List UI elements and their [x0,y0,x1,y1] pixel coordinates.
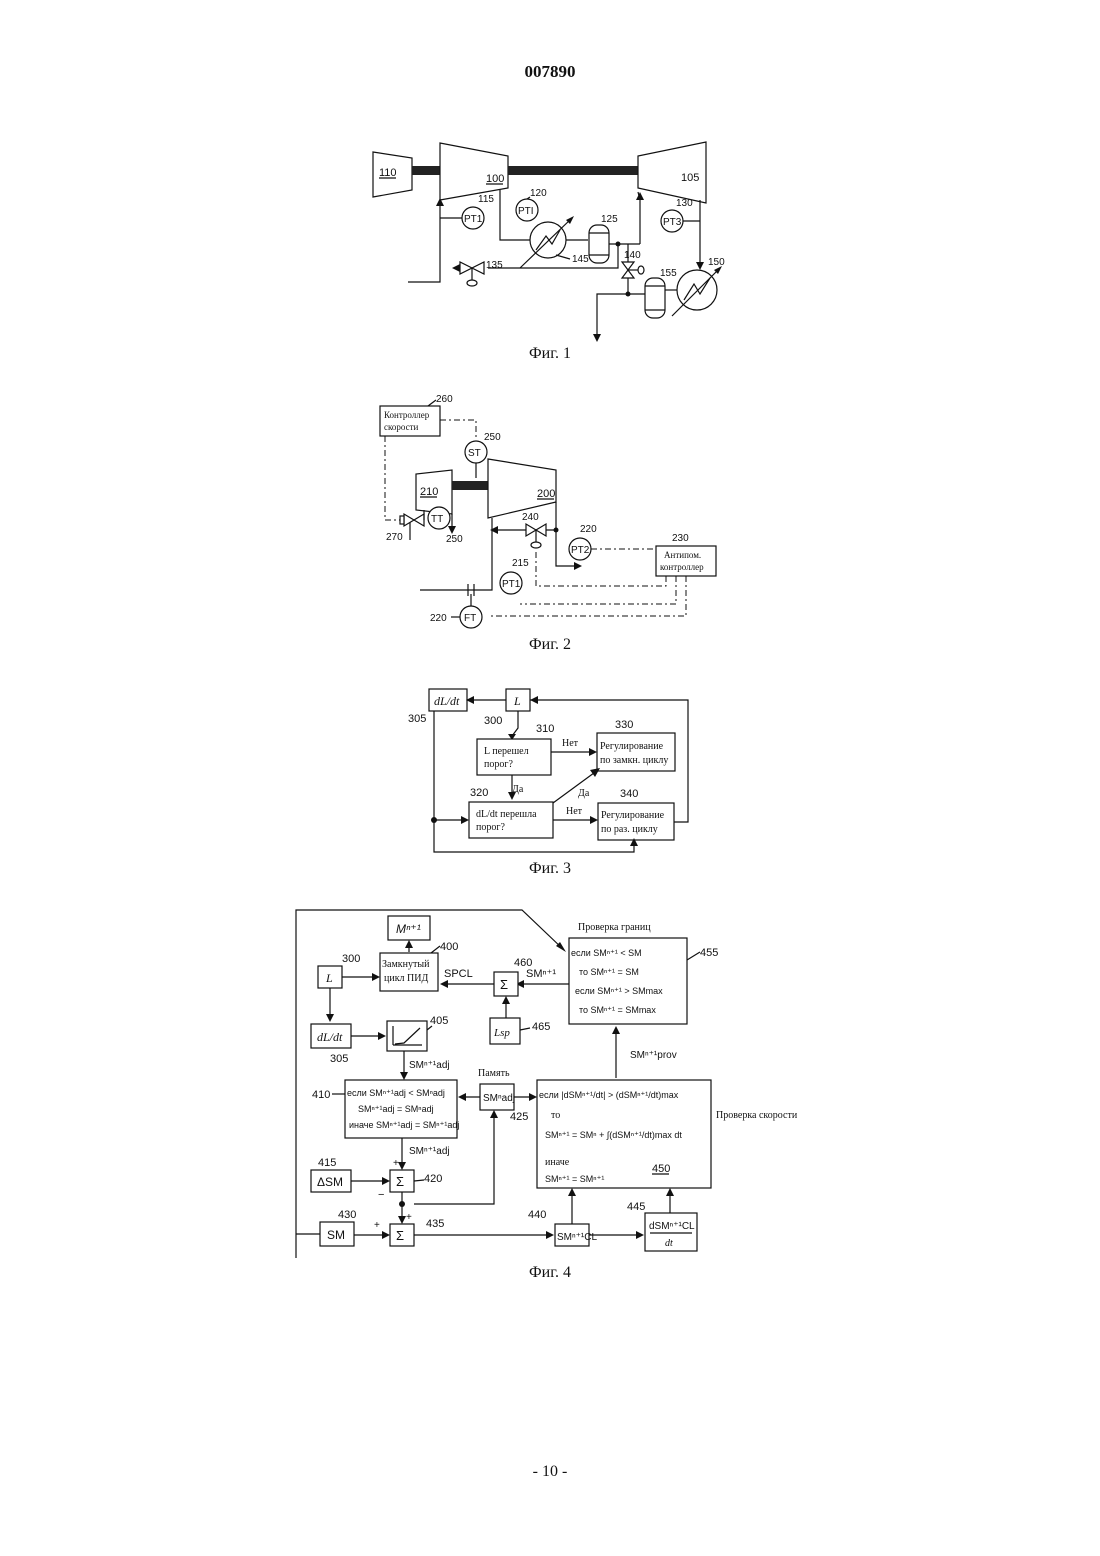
label-445: 445 [627,1201,645,1213]
bounds-check-line3: если SMⁿ⁺¹ > SMmax [575,986,663,996]
label-440: 440 [528,1209,546,1221]
rate-check-line1: если |dSMⁿ⁺¹/dt| > (dSMⁿ⁺¹/dt)max [539,1090,679,1100]
pid-line1: Замкнутый [382,959,430,970]
signal-sm-n1: SMⁿ⁺¹ [526,968,556,980]
bounds-check-title: Проверка границ [578,922,651,933]
label-435: 435 [426,1218,444,1230]
dsm-dt-numerator: dSMⁿ⁺¹CL [649,1221,695,1232]
adj-logic-line3: иначе SMⁿ⁺¹adj = SMⁿ⁺¹adj [349,1120,459,1130]
sm-cl-text: SMⁿ⁺¹CL [557,1232,597,1243]
label-405: 405 [430,1015,448,1027]
label-410: 410 [312,1089,330,1101]
page-number: - 10 - [0,1463,1100,1481]
signal-sm-prov: SMⁿ⁺¹prov [630,1050,677,1061]
block-l-text: L [325,971,333,985]
block-dldt-text: dL/dt [317,1030,343,1044]
block-m-text: Mⁿ⁺¹ [396,922,421,936]
rate-check-line4: иначе [545,1157,570,1168]
label-450: 450 [652,1163,670,1175]
label-425: 425 [510,1111,528,1123]
block-delta-sm-text: ΔSM [317,1175,343,1189]
bounds-check-line1: если SMⁿ⁺¹ < SM [571,948,642,958]
label-415: 415 [318,1157,336,1169]
adj-logic-line1: если SMⁿ⁺¹adj < SMⁿadj [347,1088,445,1098]
sum-435-symbol: Σ [396,1228,404,1243]
sign-minus-420: − [378,1189,384,1201]
rate-check-line5: SMⁿ⁺¹ = SMⁿ⁺¹ [545,1174,604,1184]
block-lsp-text: Lsp [493,1027,510,1039]
sign-plus-420: + [393,1158,399,1169]
sign-plus-435-left: + [374,1220,380,1231]
label-465: 465 [532,1021,550,1033]
label-420: 420 [424,1173,442,1185]
sum-420-symbol: Σ [396,1174,404,1189]
label-430: 430 [338,1209,356,1221]
sign-plus-435-top: + [406,1212,412,1223]
signal-sp-cl: SPCL [444,968,473,980]
memory-block-text: SMⁿadj [483,1093,515,1104]
pid-line2: цикл ПИД [384,973,428,984]
sum-460-symbol: Σ [500,977,508,992]
signal-sm-adj-n1b: SMⁿ⁺¹adj [409,1146,450,1157]
figure-4-caption: Фиг. 4 [0,1264,1100,1282]
label-400: 400 [440,941,458,953]
memory-label: Память [478,1068,510,1079]
label-305: 305 [330,1053,348,1065]
rate-check-line3: SMⁿ⁺¹ = SMⁿ + ∫(dSMⁿ⁺¹/dt)max dt [545,1130,682,1140]
rate-check-line2: то [551,1110,560,1121]
label-455: 455 [700,947,718,959]
signal-sm-adj-n1: SMⁿ⁺¹adj [409,1060,450,1071]
block-sm-text: SM [327,1228,345,1242]
rate-check-title: Проверка скорости [716,1110,798,1121]
bounds-check-line2: то SMⁿ⁺¹ = SM [579,967,639,977]
label-300: 300 [342,953,360,965]
adj-logic-line2: SMⁿ⁺¹adj = SMⁿadj [358,1104,434,1114]
dsm-dt-denominator: dt [665,1238,673,1249]
bounds-check-line4: то SMⁿ⁺¹ = SMmax [579,1005,656,1015]
label-460: 460 [514,957,532,969]
